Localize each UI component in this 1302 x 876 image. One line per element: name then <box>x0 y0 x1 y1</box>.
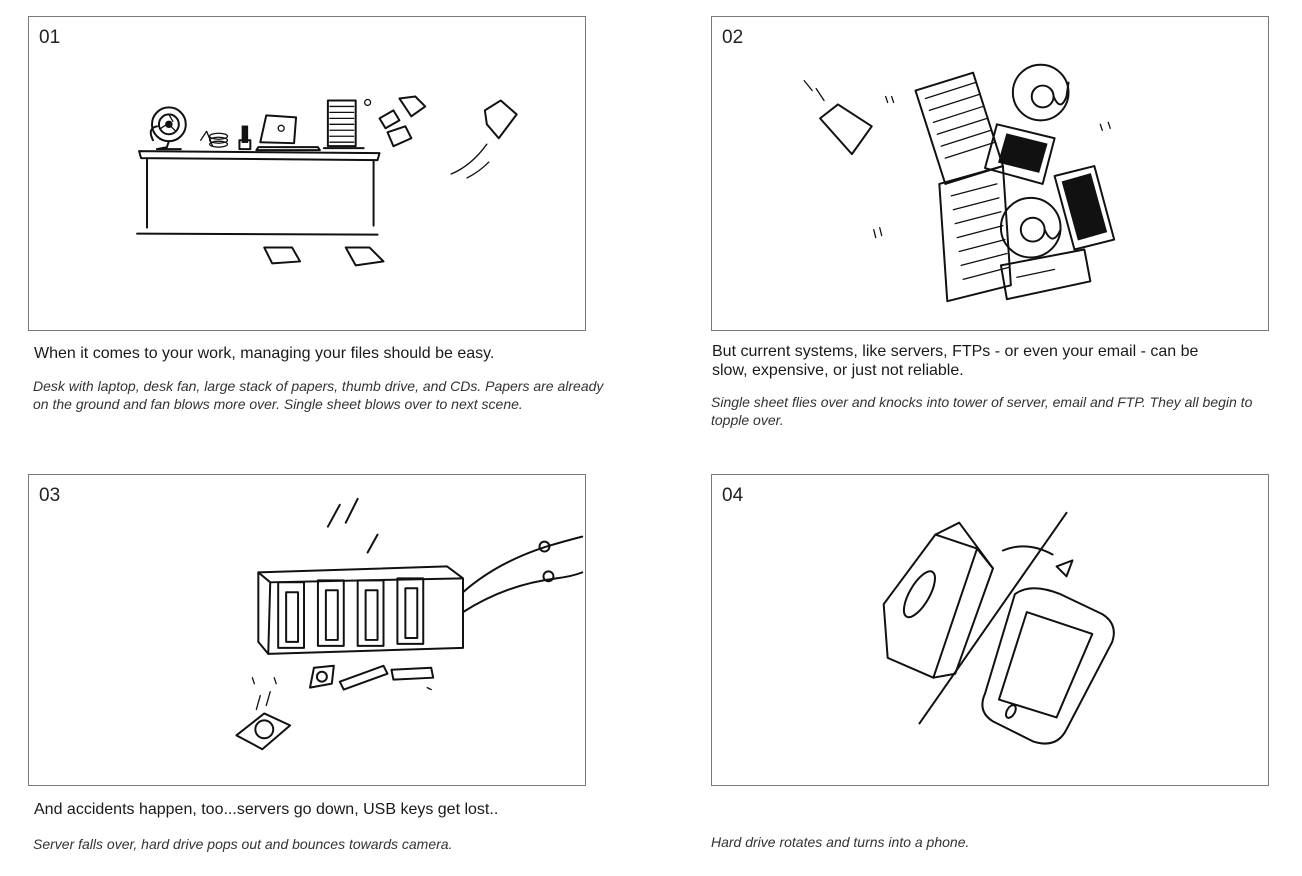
storyboard-panel-03: 03 <box>28 474 586 786</box>
storyboard-panel-02: 02 <box>711 16 1269 331</box>
panel-number: 04 <box>722 485 744 506</box>
panel-03-note: Server falls over, hard drive pops out a… <box>33 836 453 852</box>
storyboard-panel-01: 01 <box>28 16 586 331</box>
sketch-server-falls <box>235 497 584 751</box>
sketch-drive-to-phone <box>882 511 1115 745</box>
panel-02-caption: But current systems, like servers, FTPs … <box>712 343 1199 379</box>
panel-01-note: Desk with laptop, desk fan, large stack … <box>33 378 604 412</box>
panel-02-note: Single sheet flies over and knocks into … <box>711 394 1253 428</box>
panel-04-note: Hard drive rotates and turns into a phon… <box>711 834 970 850</box>
storyboard-panel-04: 04 <box>711 474 1269 786</box>
sketch-desk-scene <box>136 95 518 267</box>
panel-number: 02 <box>722 27 744 48</box>
panel-number: 03 <box>39 485 61 506</box>
sketch-toppling-tower <box>803 63 1116 303</box>
panel-number: 01 <box>39 27 61 48</box>
panel-03-caption: And accidents happen, too...servers go d… <box>34 801 499 818</box>
panel-01-caption: When it comes to your work, managing you… <box>34 345 495 362</box>
